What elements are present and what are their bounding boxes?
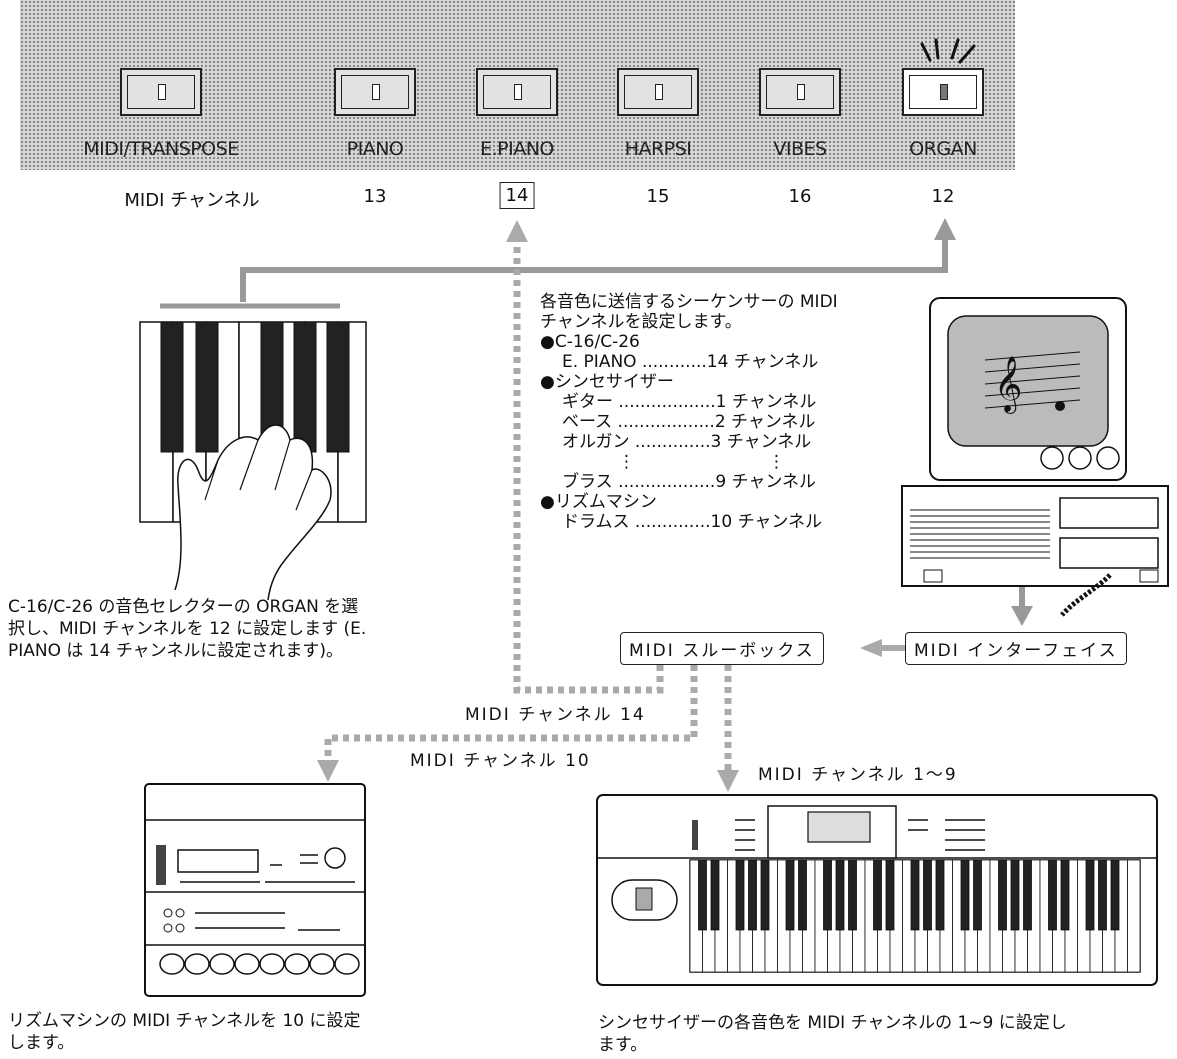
synth-white-key: [1127, 859, 1141, 973]
synth-black-key: [823, 859, 832, 931]
led-indicator: [372, 84, 380, 100]
organ-route-line: [240, 238, 948, 302]
organ-button[interactable]: [902, 68, 984, 116]
midi-transpose-label: MIDI/TRANSPOSE: [83, 138, 239, 160]
midi-thru-box: MIDI スルーボックス: [620, 632, 824, 665]
synth-black-key: [848, 859, 857, 931]
synth-black-key: [748, 859, 757, 931]
synth-black-key: [910, 859, 920, 931]
caption-line: 択し、MIDI チャンネルを 12 に設定します (E.: [8, 619, 367, 639]
keyboard-caption: C-16/C-26 の音色セレクターの ORGAN を選 択し、MIDI チャン…: [8, 596, 366, 662]
organ-label: ORGAN: [909, 138, 977, 160]
harpsi-label: HARPSI: [624, 138, 692, 160]
synth-black-key: [923, 859, 932, 931]
piano-label: PIANO: [346, 138, 404, 160]
synth-route-arrowhead: [717, 770, 739, 792]
synth-black-key: [1048, 859, 1057, 931]
piano-button[interactable]: [334, 68, 416, 116]
organ-channel: 12: [931, 186, 955, 207]
vibes-label: VIBES: [773, 138, 827, 160]
led-indicator: [655, 84, 663, 100]
group-title: ●リズムマシン: [540, 492, 657, 512]
organ-route-arrowhead: [934, 218, 956, 240]
synth-black-key: [798, 859, 807, 931]
caption-line: シンセサイザーの各音色を MIDI チャンネルの 1~9 に設定し: [598, 1013, 1067, 1033]
computer-route-arrowhead: [1011, 606, 1033, 626]
rhythm-machine-illustration: [144, 783, 366, 997]
e-piano-route-arrowhead: [506, 220, 528, 242]
piano-channel: 13: [363, 186, 387, 207]
vibes-channel: 16: [788, 186, 812, 207]
synth-black-key: [835, 859, 845, 931]
group-item: ギター ..................1 チャンネル: [562, 392, 817, 412]
note-line: 各音色に送信するシーケンサーの MIDI: [540, 292, 838, 312]
rhythm-route-arrowhead: [317, 760, 339, 782]
e-piano-button[interactable]: [476, 68, 558, 116]
route-label-ch1-9: MIDI チャンネル 1〜9: [758, 760, 958, 785]
midi-transpose-button[interactable]: [120, 68, 202, 116]
e-piano-channel: 14: [499, 182, 535, 209]
caption-line: PIANO は 14 チャンネルに設定されます)。: [8, 641, 343, 661]
synth-black-key: [873, 859, 882, 931]
group-title: ●シンセサイザー: [540, 372, 674, 392]
vibes-button[interactable]: [759, 68, 841, 116]
synth-black-key: [785, 859, 795, 931]
caption-line: ます。: [598, 1035, 648, 1055]
caption-line: C-16/C-26 の音色セレクターの ORGAN を選: [8, 597, 359, 617]
caption-line: します。: [8, 1033, 75, 1053]
ellipsis: ⋮: [768, 452, 785, 472]
group-item: オルガン ..............3 チャンネル: [562, 432, 812, 452]
synth-black-key: [760, 859, 770, 931]
group-item: ドラムス ..............10 チャンネル: [562, 512, 823, 532]
led-indicator-lit: [940, 84, 948, 100]
midi-channel-row-label: MIDI チャンネル: [124, 190, 260, 211]
led-indicator: [797, 84, 805, 100]
synthesizer-caption: シンセサイザーの各音色を MIDI チャンネルの 1~9 に設定し ます。: [598, 1012, 1067, 1056]
midi-interface: MIDI インターフェイス: [905, 632, 1127, 665]
synth-black-key: [1010, 859, 1020, 931]
keyboard-hand-illustration: [139, 303, 367, 601]
synth-black-key: [998, 859, 1007, 931]
route-label-ch10: MIDI チャンネル 10: [410, 746, 591, 771]
group-item: ベース ..................2 チャンネル: [562, 412, 816, 432]
led-indicator: [514, 84, 522, 100]
synth-black-key: [885, 859, 895, 931]
e-piano-route-line: [513, 240, 664, 694]
caption-line: リズムマシンの MIDI チャンネルを 10 に設定: [8, 1011, 361, 1031]
rhythm-route-line: [324, 665, 698, 765]
synth-black-key: [935, 859, 945, 931]
svg-text:𝄞: 𝄞: [994, 356, 1022, 414]
led-indicator: [158, 84, 166, 100]
synth-black-key: [1110, 859, 1120, 931]
synth-black-key: [1060, 859, 1070, 931]
rhythm-machine-caption: リズムマシンの MIDI チャンネルを 10 に設定 します。: [8, 1010, 361, 1054]
computer-illustration: 𝄞: [901, 297, 1169, 617]
harpsi-channel: 15: [646, 186, 670, 207]
synth-black-key: [1098, 859, 1107, 931]
group-item: E. PIANO ............14 チャンネル: [562, 352, 819, 372]
harpsi-button[interactable]: [617, 68, 699, 116]
light-rays: [920, 38, 976, 64]
e-piano-label: E.PIANO: [480, 138, 554, 160]
synth-black-key: [698, 859, 707, 931]
synthesizer-illustration: [596, 794, 1158, 986]
interface-route-arrowhead: [860, 639, 882, 657]
synth-black-key: [710, 859, 720, 931]
synth-black-key: [735, 859, 745, 931]
note-line: チャンネルを設定します。: [540, 312, 742, 332]
synth-black-key: [973, 859, 982, 931]
group-title: ●C-16/C-26: [540, 332, 640, 352]
synth-black-key: [1085, 859, 1095, 931]
group-item: ブラス ..................9 チャンネル: [562, 472, 817, 492]
sequencer-note: 各音色に送信するシーケンサーの MIDI チャンネルを設定します。 ●C-16/…: [540, 292, 838, 532]
ellipsis: ⋮: [618, 452, 635, 472]
route-label-ch14: MIDI チャンネル 14: [465, 700, 646, 725]
synth-black-key: [960, 859, 970, 931]
synth-black-key: [1023, 859, 1032, 931]
